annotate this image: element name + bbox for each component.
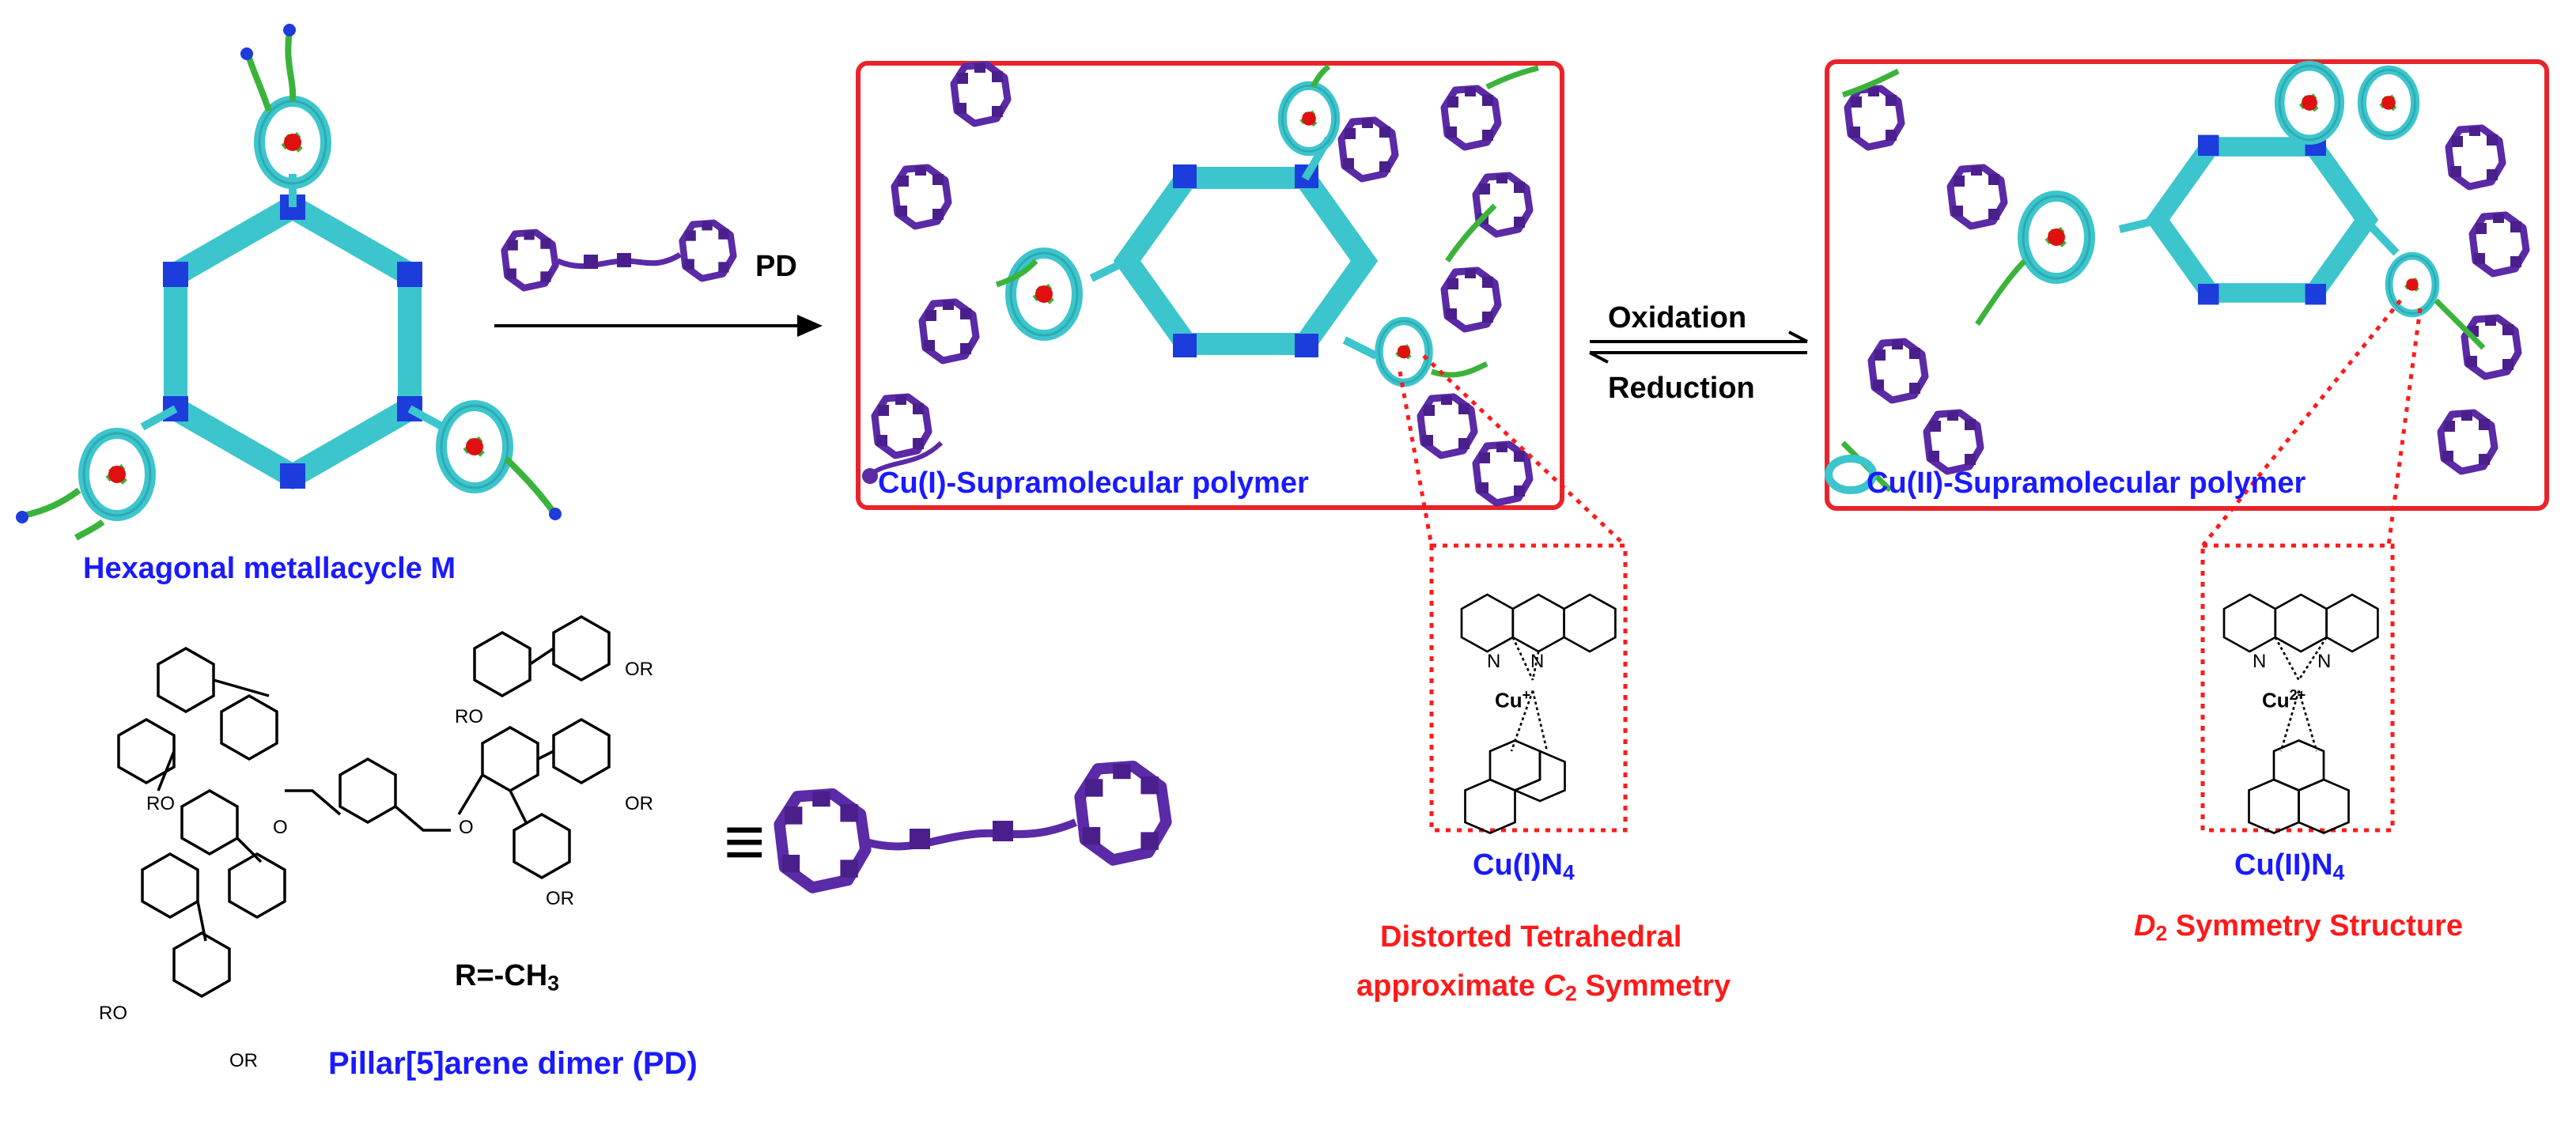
cu1-polymer-graphic: [862, 63, 1539, 503]
cu1-geometry-pre: approximate: [1356, 969, 1544, 1003]
o-label: O: [459, 817, 474, 838]
oxidation-label: Oxidation: [1608, 301, 1747, 334]
redox-arrows: [1589, 331, 1808, 364]
metallacycle-graphic: [16, 24, 562, 541]
cu1-geometry-sub: 2: [1564, 981, 1577, 1006]
n-label: N: [2317, 651, 2332, 672]
ro-label: RO: [455, 706, 483, 727]
metallacycle-label: Hexagonal metallacycle M: [83, 552, 456, 585]
cu1-geometry-line1: Distorted Tetrahedral: [1380, 920, 1682, 954]
cu1-geometry-c: C: [1543, 969, 1565, 1003]
pd-name-label: Pillar[5]arene dimer (PD): [328, 1046, 698, 1081]
cu1-polymer-frame: [856, 61, 1564, 510]
reduction-label: Reduction: [1608, 372, 1755, 405]
pd-chemical-structure: [117, 614, 611, 999]
r-def-pre: R=-CH: [455, 959, 548, 992]
o-label: O: [273, 817, 288, 838]
cu1n4-label: Cu(I)N4: [1473, 850, 1575, 883]
pd-cartoon: [780, 764, 1167, 888]
cu1-polymer-label: Cu(I)-Supramolecular polymer: [878, 467, 1309, 500]
n-label: N: [1487, 651, 1501, 672]
cu1-symbol: Cu: [1495, 688, 1523, 712]
cu2-zoom-lines: [2201, 299, 2423, 547]
cu2n4-sub: 4: [2332, 860, 2345, 885]
cu2-charge: 2+: [2289, 687, 2306, 703]
cu2-center: Cu2+: [2262, 688, 2306, 711]
cu1n4-main: Cu(I)N: [1473, 848, 1563, 882]
cu1-zoom-lines: [1398, 354, 1627, 547]
cu2-geometry-sub: 2: [2155, 921, 2168, 946]
cu1-charge: +: [1522, 687, 1531, 703]
ro-label: RO: [146, 793, 175, 814]
pd-molecule-small: [505, 221, 734, 288]
or-label: OR: [546, 888, 574, 909]
cu2-polymer-graphic: [1825, 66, 2526, 494]
cu1n4-structure: [1460, 593, 1617, 834]
or-label: OR: [625, 793, 653, 814]
pd-arrow-head: [797, 315, 823, 337]
cu2-polymer-label: Cu(II)-Supramolecular polymer: [1867, 467, 2306, 500]
cu2-polymer-frame: [1825, 59, 2549, 511]
cu1-geometry-line2: approximate C2 Symmetry: [1356, 971, 1731, 1004]
or-label: OR: [229, 1050, 258, 1071]
n-label: N: [2253, 651, 2267, 672]
cu2n4-label: Cu(II)N4: [2234, 850, 2344, 883]
cu1n4-sub: 4: [1562, 860, 1575, 885]
cu2-symbol: Cu: [2262, 688, 2290, 712]
r-definition: R=-CH3: [455, 961, 559, 994]
cu2-geometry-d: D: [2134, 909, 2156, 943]
n-label: N: [1530, 651, 1545, 672]
cu1-center: Cu+: [1495, 688, 1530, 711]
r-def-sub: 3: [547, 971, 559, 995]
cu2-geometry-label: D2 Symmetry Structure: [2134, 911, 2463, 944]
pd-arrow-label: PD: [755, 250, 797, 283]
equivalence-symbol: ≡: [724, 803, 766, 882]
cu2-geometry-post: Symmetry Structure: [2167, 909, 2464, 943]
cu1-detail-box: [1429, 543, 1628, 833]
cu1-geometry-post: Symmetry: [1576, 969, 1731, 1003]
ro-label: RO: [99, 1003, 127, 1024]
cu2n4-main: Cu(II)N: [2234, 848, 2333, 882]
cu2-detail-box: [2200, 543, 2395, 833]
cu2n4-structure: [2222, 593, 2379, 834]
or-label: OR: [625, 659, 653, 680]
